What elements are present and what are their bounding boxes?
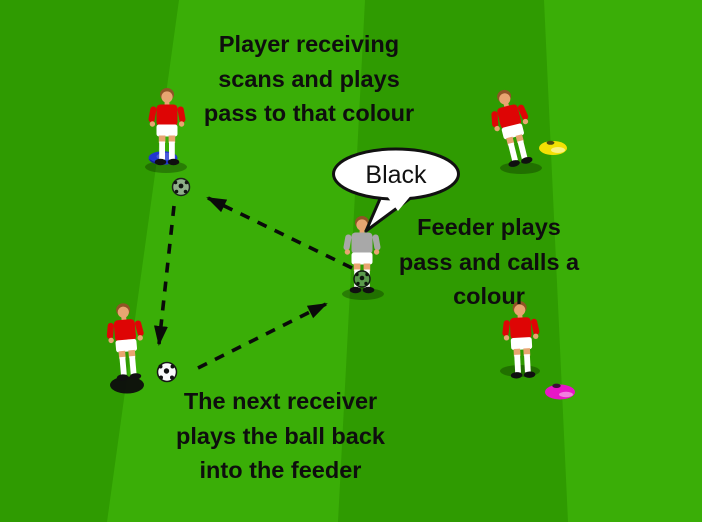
speech-bubble: Black xyxy=(332,147,460,233)
shadow-dark xyxy=(110,376,144,394)
ball-at-feeder xyxy=(353,270,371,288)
ball-bottom-left xyxy=(156,361,178,383)
annotation-line: pass to that colour xyxy=(203,100,415,126)
ball-top-left xyxy=(171,177,191,197)
shadow xyxy=(500,162,542,174)
annotation-line: The next receiver xyxy=(183,388,378,414)
yellow-cone xyxy=(539,140,567,155)
annotation-top: Player receiving scans and plays pass to… xyxy=(159,27,459,131)
annotation-line: Feeder plays xyxy=(417,214,561,240)
annotation-line: pass and calls a xyxy=(398,248,580,275)
pass-arrow-feeder-to-top-receiver xyxy=(206,196,353,270)
speech-bubble-label: Black xyxy=(365,161,427,189)
magenta-cone xyxy=(545,383,575,400)
pitch-stripe-dark-left xyxy=(0,0,179,522)
annotation-line: plays the ball back xyxy=(176,422,385,449)
annotation-bottom: The next receiver plays the ball back in… xyxy=(128,384,433,488)
pass-arrow-bottom-receiver-to-feeder xyxy=(197,302,328,370)
annotation-feeder: Feeder plays pass and calls a colour xyxy=(357,210,621,314)
annotation-line: scans and plays xyxy=(218,65,400,92)
annotation-line: into the feeder xyxy=(199,457,362,483)
annotation-line: colour xyxy=(453,283,525,309)
movement-arrow-top-to-bottom-receiver xyxy=(153,205,176,346)
annotation-line: Player receiving xyxy=(218,31,400,57)
